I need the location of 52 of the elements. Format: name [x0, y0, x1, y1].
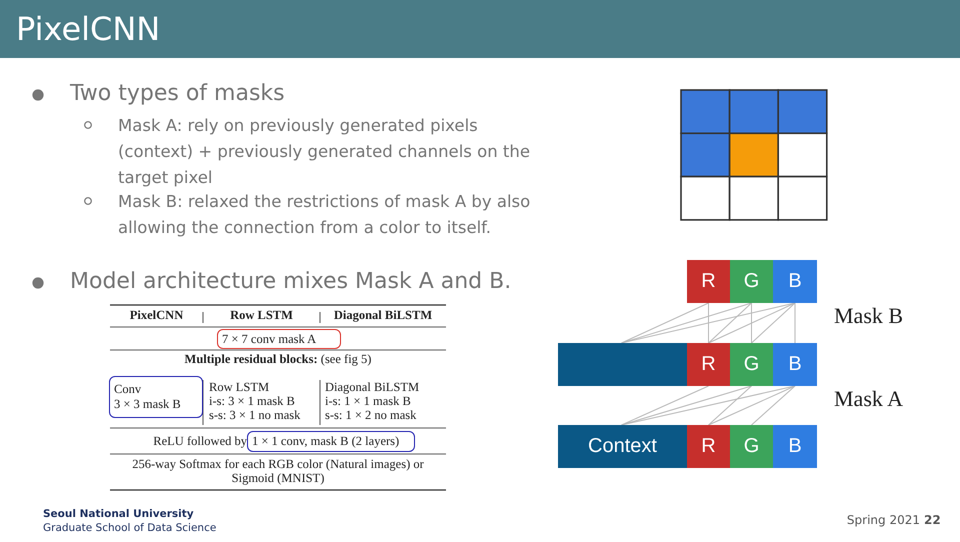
table-cell-text: Diagonal BiLSTM	[325, 380, 420, 394]
table-row-text: 256-way Softmax for each RGB color (Natural images) or Sigmoid (MNIST)	[131, 457, 425, 485]
connector-line	[794, 302, 796, 344]
context-bar: Context	[558, 425, 687, 468]
table-row-text: Multiple residual blocks: (see fig 5)	[184, 352, 372, 366]
footer-text: Seoul National University	[43, 507, 195, 521]
table-cell-text: Row LSTM	[209, 380, 270, 394]
channel-cell: R	[687, 425, 730, 468]
table-cell-text: i-s: 3 × 1 mask B	[209, 394, 296, 408]
channel-cell: R	[687, 260, 730, 303]
channel-cell: B	[773, 343, 817, 386]
channel-cell: G	[730, 260, 773, 303]
connector-line	[621, 386, 709, 426]
column-header: Row LSTM	[229, 308, 294, 322]
connector-line	[708, 386, 752, 426]
axis-label: Mask B	[834, 309, 904, 323]
highlight-box: 1 × 1 conv, mask B (2 layers)	[247, 431, 415, 452]
connector-line	[621, 302, 752, 344]
table-cell-text: s-s: 3 × 1 no mask	[209, 408, 302, 422]
column-header: PixelCNN	[128, 308, 184, 322]
axis-label: Mask A	[834, 392, 904, 406]
feature-bar	[558, 343, 687, 386]
page-number: 22	[924, 513, 942, 527]
connector-line	[621, 386, 752, 426]
table-cell-text: s-s: 1 × 2 no mask	[325, 408, 418, 422]
footer-text: Spring 2021	[846, 513, 920, 527]
table-cell-text: i-s: 1 × 1 mask B	[325, 394, 412, 408]
connector-line	[621, 302, 709, 344]
connector-line	[751, 386, 796, 426]
connector-line	[708, 302, 752, 344]
table-cell-text: ReLU followed by	[152, 434, 247, 448]
connector-line	[621, 302, 796, 344]
channel-cell: G	[730, 425, 773, 468]
connector-line	[708, 302, 709, 344]
connector-line	[708, 302, 796, 344]
channel-cell: R	[687, 343, 730, 386]
bullet-text: Mask A: rely on previously generated pixels (context) + previously generated channels on the target pixel	[118, 115, 531, 189]
column-header: Diagonal BiLSTM	[332, 308, 434, 322]
channel-cell: B	[773, 260, 817, 303]
connector-line	[708, 386, 796, 426]
bullet-text: Two types of masks	[70, 80, 286, 108]
footer-text: Graduate School of Data Science	[43, 521, 218, 535]
highlight-box: 7 × 7 conv mask A	[217, 329, 341, 349]
slide-title: PixelCNN	[16, 9, 160, 49]
bullet-text: Mask B: relaxed the restrictions of mask A by also allowing the connection from a color to itself.	[118, 191, 532, 239]
connector-line	[621, 386, 796, 426]
channel-cell: G	[730, 343, 773, 386]
connector-line	[751, 302, 796, 344]
highlight-box: Conv 3 × 3 mask B	[109, 376, 203, 418]
channel-cell: B	[773, 425, 817, 468]
bullet-text: Model architecture mixes Mask A and B.	[70, 268, 512, 296]
connector-line	[751, 302, 752, 344]
